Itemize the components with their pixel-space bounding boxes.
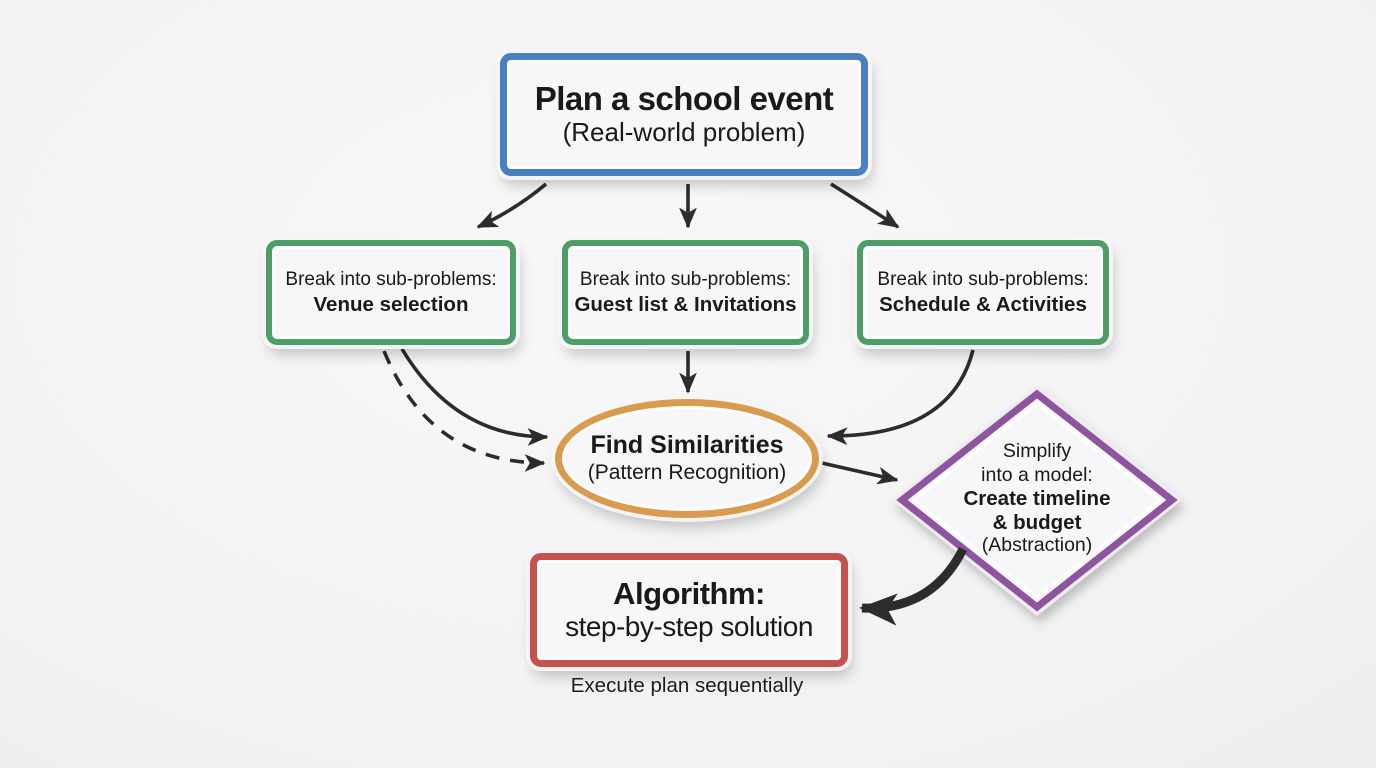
subproblem-label: Guest list & Invitations: [574, 292, 797, 316]
subproblem-label: Schedule & Activities: [879, 292, 1087, 316]
arrow-schedule-to-pattern: [826, 349, 975, 446]
arrow-venue-to-pattern-solid: [400, 348, 549, 446]
node-plan-school-event: Plan a school event (Real-world problem): [500, 53, 868, 176]
arrow-plan-to-venue: [476, 182, 548, 229]
abstraction-line4: & budget: [992, 510, 1082, 534]
abstraction-line5: (Abstraction): [981, 534, 1093, 556]
node-abstraction-text: Simplify into a model: Create timeline &…: [937, 440, 1137, 558]
abstraction-diamond: [892, 385, 1182, 616]
caption-execute-plan: Execute plan sequentially: [570, 674, 804, 697]
pattern-subtitle: (Pattern Recognition): [587, 460, 787, 484]
abstraction-line2: into a model:: [981, 463, 1093, 486]
plan-title: Plan a school event: [534, 80, 834, 118]
arrow-abstraction-to-algorithm: [859, 546, 968, 626]
subproblem-prefix: Break into sub-problems:: [285, 268, 497, 290]
arrow-plan-to-schedule: [830, 182, 900, 229]
node-algorithm: Algorithm: step-by-step solution: [530, 553, 848, 667]
algorithm-subtitle: step-by-step solution: [565, 610, 813, 642]
algorithm-title: Algorithm:: [613, 575, 765, 611]
abstraction-line1: Simplify: [1002, 440, 1072, 462]
node-pattern-recognition: Find Similarities (Pattern Recognition): [555, 399, 819, 518]
subproblem-prefix: Break into sub-problems:: [579, 268, 792, 290]
node-subproblem-guestlist: Break into sub-problems: Guest list & In…: [562, 240, 809, 345]
node-subproblem-venue: Break into sub-problems: Venue selection: [266, 240, 516, 345]
subproblem-label: Venue selection: [313, 292, 469, 316]
pattern-title: Find Similarities: [590, 431, 784, 460]
arrow-pattern-to-abstraction: [812, 459, 899, 485]
subproblem-prefix: Break into sub-problems:: [877, 268, 1089, 290]
arrow-venue-to-pattern-dashed: [382, 350, 546, 472]
node-subproblem-schedule: Break into sub-problems: Schedule & Acti…: [857, 240, 1109, 345]
plan-subtitle: (Real-world problem): [562, 117, 806, 148]
abstraction-line3: Create timeline: [963, 487, 1111, 510]
